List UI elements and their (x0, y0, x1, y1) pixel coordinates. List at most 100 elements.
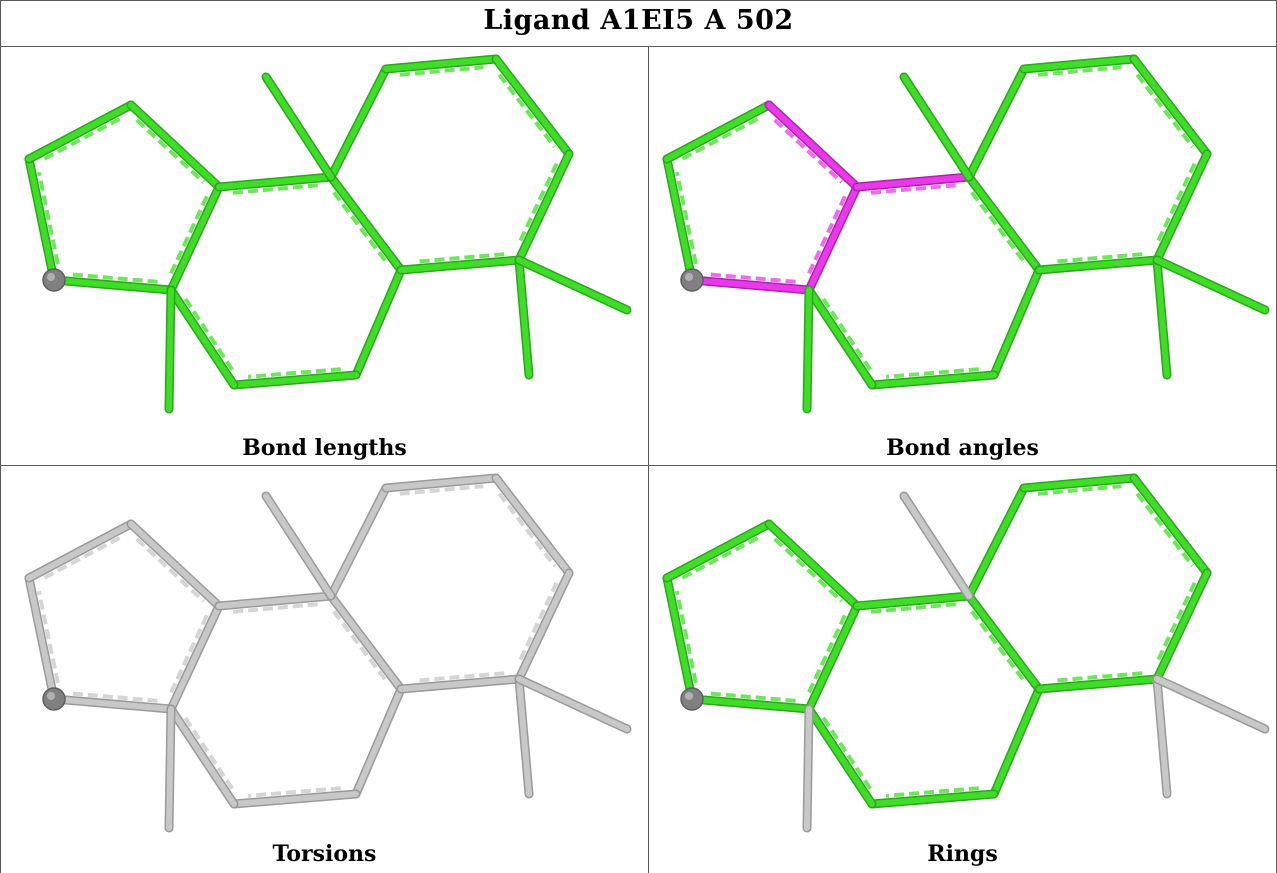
atom-sphere (42, 687, 66, 711)
bond-c-e (852, 591, 974, 614)
table-divider-title (0, 46, 1277, 47)
bond-e-m2 (899, 491, 974, 601)
bond-d-n (687, 691, 814, 714)
atom-highlight (685, 692, 693, 700)
panel-caption: Torsions (272, 841, 377, 867)
bond-l-m4 (514, 674, 632, 734)
bond-e-m2 (899, 72, 974, 182)
bond-c-d (166, 601, 224, 714)
bond-l-f (1034, 252, 1162, 275)
bond-k-l (514, 568, 574, 684)
bond-k-l (1152, 149, 1212, 265)
bond-h-d (166, 704, 239, 809)
bond-f-g (351, 265, 406, 380)
panel-bond-lengths: Bond lengths (1, 47, 648, 465)
atom-sphere (680, 268, 704, 292)
bond-a-b (662, 519, 774, 583)
bond-d-m1 (802, 285, 814, 414)
table-title: Ligand A1EI5 A 502 (483, 5, 794, 36)
bond-e-i (326, 483, 391, 601)
bond-j-k (491, 54, 574, 159)
panel-caption: Bond angles (886, 435, 1039, 461)
atom-sphere (42, 268, 66, 292)
bond-a-b (662, 100, 774, 164)
bond-l-m4 (1152, 255, 1270, 315)
bond-l-f (1034, 671, 1162, 694)
bond-g-h (229, 367, 361, 390)
bond-e-i (964, 64, 1029, 182)
bond-b-c (764, 519, 862, 611)
atom-highlight (47, 692, 55, 700)
bond-c-d (804, 601, 862, 714)
bond-e-m2 (261, 72, 336, 182)
panel-torsions: Torsions (1, 466, 648, 873)
bond-f-g (989, 265, 1044, 380)
bond-a-b (24, 519, 136, 583)
bond-b-c (126, 519, 224, 611)
bond-i-j (381, 54, 501, 77)
bond-b-c (764, 100, 862, 192)
bond-j-k (1129, 54, 1212, 159)
bond-f-g (351, 684, 406, 799)
table-border-top (0, 0, 1277, 1)
panel-caption: Bond lengths (242, 435, 407, 461)
table-divider-vertical (648, 46, 649, 873)
bond-c-d (804, 182, 862, 295)
bond-k-l (514, 149, 574, 265)
molecule-bond-lengths (24, 54, 632, 414)
bond-n-a (24, 573, 60, 704)
bond-d-n (49, 691, 176, 714)
bond-c-e (214, 172, 336, 195)
bond-f-g (989, 684, 1044, 799)
bond-h-d (804, 704, 877, 809)
bond-n-a (662, 573, 698, 704)
bond-l-m3 (514, 674, 534, 799)
bond-n-a (662, 154, 698, 285)
bond-d-m1 (164, 285, 176, 414)
bond-c-e (852, 172, 974, 195)
bond-g-h (867, 786, 999, 809)
bond-l-m4 (1152, 674, 1270, 734)
bond-e-f (964, 591, 1044, 694)
bond-l-m3 (1152, 674, 1172, 799)
bond-c-e (214, 591, 336, 614)
bond-n-a (24, 154, 60, 285)
bond-l-f (396, 671, 524, 694)
bond-e-f (326, 172, 406, 275)
bond-i-j (1019, 54, 1139, 77)
bond-i-j (381, 473, 501, 496)
molecule-torsions (24, 473, 632, 833)
bond-i-j (1019, 473, 1139, 496)
panel-bond-angles: Bond angles (649, 47, 1276, 465)
bond-d-n (687, 272, 814, 295)
bond-d-m1 (802, 704, 814, 833)
panel-caption: Rings (927, 841, 998, 867)
bond-l-m3 (1152, 255, 1172, 380)
bond-e-f (964, 172, 1044, 275)
bond-e-f (326, 591, 406, 694)
bond-j-k (491, 473, 574, 578)
bond-a-b (24, 100, 136, 164)
molecule-rings (662, 473, 1270, 833)
bond-c-d (166, 182, 224, 295)
panel-rings: Rings (649, 466, 1276, 873)
bond-e-i (964, 483, 1029, 601)
atom-highlight (47, 273, 55, 281)
bond-l-m3 (514, 255, 534, 380)
bond-e-i (326, 64, 391, 182)
bond-l-m4 (514, 255, 632, 315)
bond-l-f (396, 252, 524, 275)
atom-sphere (680, 687, 704, 711)
bond-h-d (166, 285, 239, 390)
bond-d-m1 (164, 704, 176, 833)
bond-g-h (229, 786, 361, 809)
bond-b-c (126, 100, 224, 192)
bond-g-h (867, 367, 999, 390)
table-divider-middle (0, 465, 1277, 466)
table-border-left (0, 0, 1, 873)
molecule-bond-angles (662, 54, 1270, 414)
bond-d-n (49, 272, 176, 295)
bond-j-k (1129, 473, 1212, 578)
bond-e-m2 (261, 491, 336, 601)
